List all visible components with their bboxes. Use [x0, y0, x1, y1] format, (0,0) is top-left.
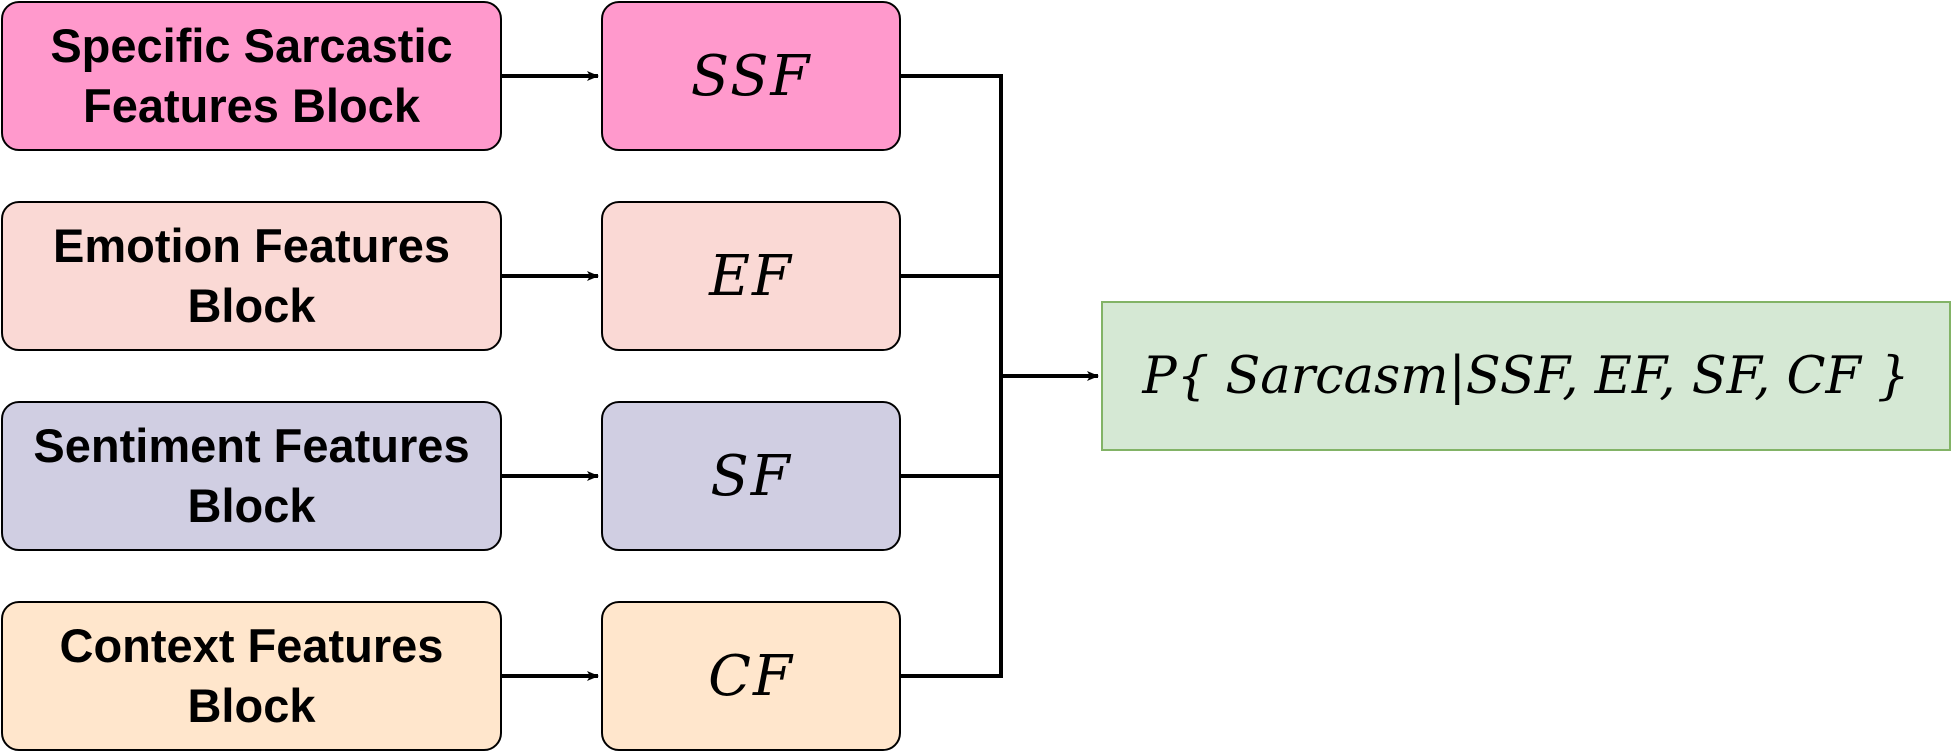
block-label: Specific Sarcastic Features Block [50, 19, 453, 132]
sentiment-features-block: Sentiment Features Block [1, 401, 502, 551]
block-label: Emotion Features Block [53, 219, 450, 332]
sarcasm-probability-output: P{ Sarcasm|SSF, EF, SF, CF } [1101, 301, 1951, 451]
block-label: Sentiment Features Block [33, 419, 470, 532]
sf-node: SF [601, 401, 901, 551]
feature-label: EF [709, 243, 793, 309]
ssf-node: SSF [601, 1, 901, 151]
feature-label: SSF [690, 43, 812, 109]
output-formula: P{ Sarcasm|SSF, EF, SF, CF } [1142, 346, 1910, 406]
feature-label: SF [710, 443, 792, 509]
ef-node: EF [601, 201, 901, 351]
block-label: Context Features Block [59, 619, 444, 732]
specific-sarcastic-features-block: Specific Sarcastic Features Block [1, 1, 502, 151]
context-features-block: Context Features Block [1, 601, 502, 751]
cf-node: CF [601, 601, 901, 751]
emotion-features-block: Emotion Features Block [1, 201, 502, 351]
feature-label: CF [708, 643, 794, 709]
